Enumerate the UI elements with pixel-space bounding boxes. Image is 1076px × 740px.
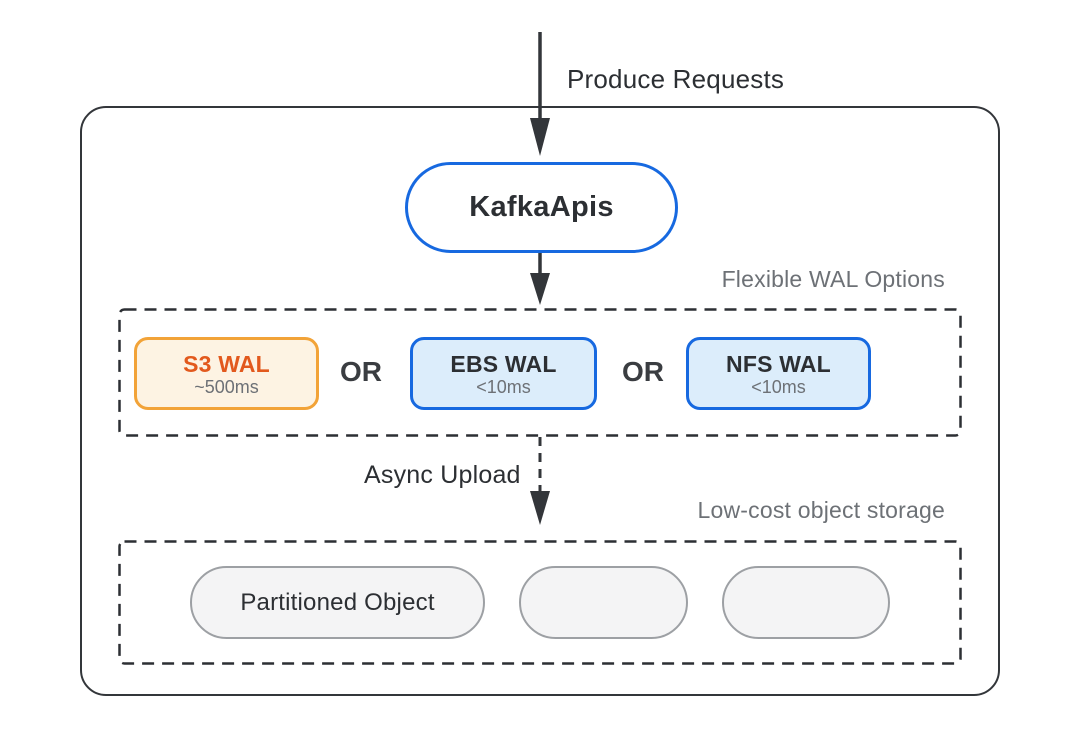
storage-object-pill [722, 566, 890, 639]
or-label: OR [622, 356, 664, 387]
storage-object-pill [519, 566, 688, 639]
dashed-down-arrow-icon [530, 437, 550, 525]
wal-option-latency: ~500ms [194, 376, 259, 397]
wal-option-name: S3 WAL [183, 350, 270, 377]
or-label: OR [340, 356, 382, 387]
kafka-apis-node: KafkaApis [405, 162, 678, 253]
kafka-apis-label: KafkaApis [469, 191, 614, 223]
wal-option-latency: <10ms [751, 376, 806, 397]
storage-object-pill: Partitioned Object [190, 566, 485, 639]
wal-option-s3: S3 WAL ~500ms [134, 337, 319, 410]
produce-requests-label: Produce Requests [567, 64, 785, 94]
wal-option-name: EBS WAL [450, 350, 557, 377]
down-arrow-icon [530, 253, 550, 305]
wal-option-name: NFS WAL [726, 350, 831, 377]
object-storage-title: Low-cost object storage [697, 497, 945, 523]
wal-options-title: Flexible WAL Options [721, 266, 945, 292]
async-upload-label: Async Upload [364, 461, 521, 489]
wal-option-latency: <10ms [476, 376, 531, 397]
wal-option-nfs: NFS WAL <10ms [686, 337, 871, 410]
down-arrow-icon [530, 32, 550, 156]
storage-object-label: Partitioned Object [240, 588, 435, 616]
wal-option-ebs: EBS WAL <10ms [410, 337, 597, 410]
